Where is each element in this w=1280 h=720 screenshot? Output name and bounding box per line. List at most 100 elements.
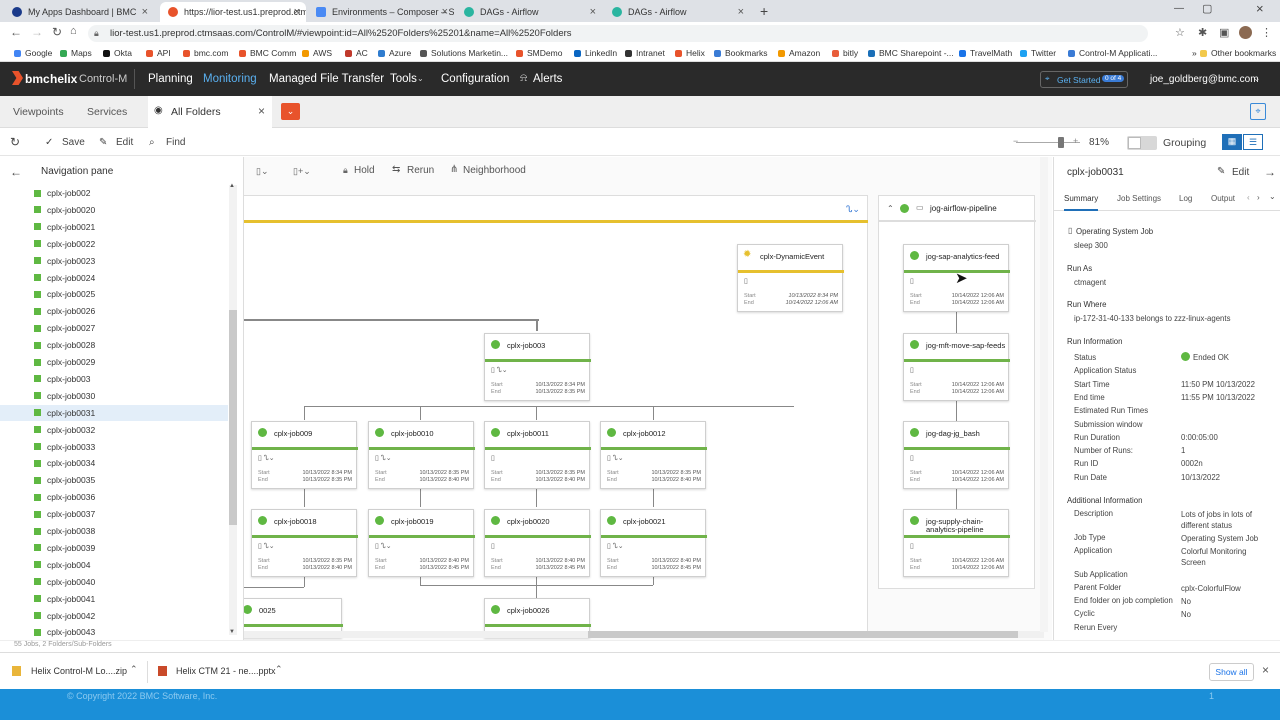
- new-tab-button[interactable]: +: [760, 3, 769, 19]
- zoom-out-icon[interactable]: −: [1013, 136, 1019, 146]
- bookmark-link[interactable]: BMC Sharepoint -...: [868, 48, 954, 58]
- bookmark-link[interactable]: AWS: [302, 48, 332, 58]
- tab-viewpoints[interactable]: Viewpoints: [13, 106, 64, 118]
- star-icon[interactable]: ☆: [1175, 27, 1185, 39]
- neighborhood-button[interactable]: Neighborhood: [463, 165, 526, 176]
- nav-managed-file-transfer[interactable]: Managed File Transfer: [269, 73, 385, 85]
- minimize-button[interactable]: —: [1174, 3, 1184, 14]
- user-menu[interactable]: joe_goldberg@bmc.com: [1150, 74, 1259, 85]
- bookmark-link[interactable]: AC: [345, 48, 368, 58]
- pin-icon[interactable]: ⌖: [1250, 103, 1266, 120]
- navigation-item[interactable]: cplx-job0027: [34, 320, 224, 336]
- list-view-icon[interactable]: ☰: [1243, 134, 1263, 150]
- scrollbar-thumb[interactable]: [588, 631, 1018, 638]
- bookmark-link[interactable]: Amazon: [778, 48, 820, 58]
- tab-output[interactable]: Output: [1211, 194, 1236, 203]
- zoom-slider[interactable]: [1016, 142, 1080, 143]
- bookmark-link[interactable]: Intranet: [625, 48, 665, 58]
- navigation-item[interactable]: cplx-job0043: [34, 624, 224, 640]
- url-input[interactable]: lior-test.us1.preprod.ctmsaas.com/Contro…: [88, 25, 1148, 42]
- bookmark-link[interactable]: TravelMath: [959, 48, 1012, 58]
- get-started-button[interactable]: ⌖ Get Started 0 of 4: [1040, 71, 1128, 88]
- edit-button[interactable]: Edit: [1232, 167, 1250, 178]
- bookmark-link[interactable]: bmc.com: [183, 48, 228, 58]
- zoom-in-icon[interactable]: +: [1073, 136, 1079, 146]
- job-node[interactable]: jog-supply-chain-analytics-pipeline▯Star…: [903, 509, 1010, 577]
- navigation-item[interactable]: cplx-job0023: [34, 253, 224, 269]
- scrollbar-thumb[interactable]: [229, 310, 237, 525]
- close-icon[interactable]: ×: [441, 6, 448, 18]
- forward-icon[interactable]: →: [31, 25, 43, 39]
- navigation-item[interactable]: cplx-job0022: [34, 236, 224, 252]
- back-arrow-icon[interactable]: ←: [10, 165, 22, 179]
- rerun-button[interactable]: Rerun: [407, 165, 435, 176]
- bookmark-link[interactable]: Helix: [675, 48, 705, 58]
- find-button[interactable]: Find: [166, 137, 186, 148]
- bookmark-link[interactable]: Azure: [378, 48, 411, 58]
- browser-tab[interactable]: DAGs - Airflow×: [604, 2, 750, 22]
- bookmark-link[interactable]: Bookmarks: [714, 48, 768, 58]
- bookmark-link[interactable]: Control-M Applicati...: [1068, 48, 1157, 58]
- navigation-item[interactable]: cplx-job0038: [34, 523, 224, 539]
- scroll-up-icon[interactable]: ▲: [229, 183, 235, 189]
- navigation-item[interactable]: cplx-job0034: [34, 455, 224, 471]
- bookmark-link[interactable]: Solutions Marketin...: [420, 48, 508, 58]
- tab-summary[interactable]: Summary: [1064, 194, 1099, 211]
- navigation-item[interactable]: cplx-job0036: [34, 489, 224, 505]
- nav-tools[interactable]: Tools: [390, 73, 417, 85]
- close-icon[interactable]: ×: [293, 6, 300, 18]
- nav-planning[interactable]: Planning: [148, 73, 193, 85]
- reload-icon[interactable]: ↻: [52, 25, 63, 39]
- navigation-item[interactable]: cplx-job0020: [34, 202, 224, 218]
- document-add-icon[interactable]: ▯+⌄: [293, 166, 311, 176]
- show-all-button[interactable]: Show all: [1209, 663, 1254, 681]
- nav-monitoring[interactable]: Monitoring: [203, 73, 257, 85]
- navigation-item[interactable]: cplx-job0030: [34, 388, 224, 404]
- tab-all-folders[interactable]: ◉ All Folders ×: [148, 96, 272, 128]
- bookmark-link[interactable]: API: [146, 48, 171, 58]
- chevron-up-icon[interactable]: ⌃: [130, 664, 138, 674]
- tabs-next-icon[interactable]: ›: [1257, 193, 1260, 202]
- navigation-item[interactable]: cplx-job004: [34, 557, 224, 573]
- navigation-item[interactable]: cplx-job0033: [34, 439, 224, 455]
- navigation-item[interactable]: cplx-job0042: [34, 608, 224, 624]
- close-icon[interactable]: ×: [141, 6, 148, 18]
- bookmark-link[interactable]: Twitter: [1020, 48, 1056, 58]
- menu-icon[interactable]: ⋮: [1261, 27, 1272, 39]
- bookmark-link[interactable]: Google: [14, 48, 52, 58]
- navigation-item[interactable]: cplx-job002: [34, 185, 224, 201]
- navigation-item[interactable]: cplx-job0029: [34, 354, 224, 370]
- tabs-prev-icon[interactable]: ‹: [1247, 193, 1250, 202]
- close-icon[interactable]: ×: [737, 6, 744, 18]
- edit-button[interactable]: Edit: [116, 137, 134, 148]
- close-icon[interactable]: ×: [1262, 663, 1270, 677]
- navigation-item[interactable]: cplx-job0041: [34, 591, 224, 607]
- refresh-icon[interactable]: ↻: [10, 135, 21, 149]
- nav-alerts[interactable]: Alerts: [533, 73, 563, 85]
- grid-view-icon[interactable]: ▦: [1222, 134, 1242, 150]
- tab-services[interactable]: Services: [87, 106, 128, 118]
- chevron-down-icon[interactable]: ⌄: [1253, 73, 1261, 83]
- browser-tab[interactable]: DAGs - Airflow×: [456, 2, 602, 22]
- navigation-item[interactable]: cplx-job0032: [34, 422, 224, 438]
- navigation-item[interactable]: cplx-job0037: [34, 506, 224, 522]
- forward-arrow-icon[interactable]: →: [1264, 165, 1276, 179]
- avatar[interactable]: [1239, 26, 1252, 39]
- navigation-item[interactable]: cplx-job0035: [34, 472, 224, 488]
- scroll-down-icon[interactable]: ▼: [229, 629, 235, 635]
- maximize-button[interactable]: ▢: [1202, 3, 1213, 15]
- grouping-toggle[interactable]: [1127, 136, 1157, 150]
- bookmark-link[interactable]: SMDemo: [516, 48, 562, 58]
- navigation-item[interactable]: cplx-job003: [34, 371, 224, 387]
- close-icon[interactable]: ×: [589, 6, 596, 18]
- bookmark-link[interactable]: Maps: [60, 48, 92, 58]
- navigation-item[interactable]: cplx-job0040: [34, 574, 224, 590]
